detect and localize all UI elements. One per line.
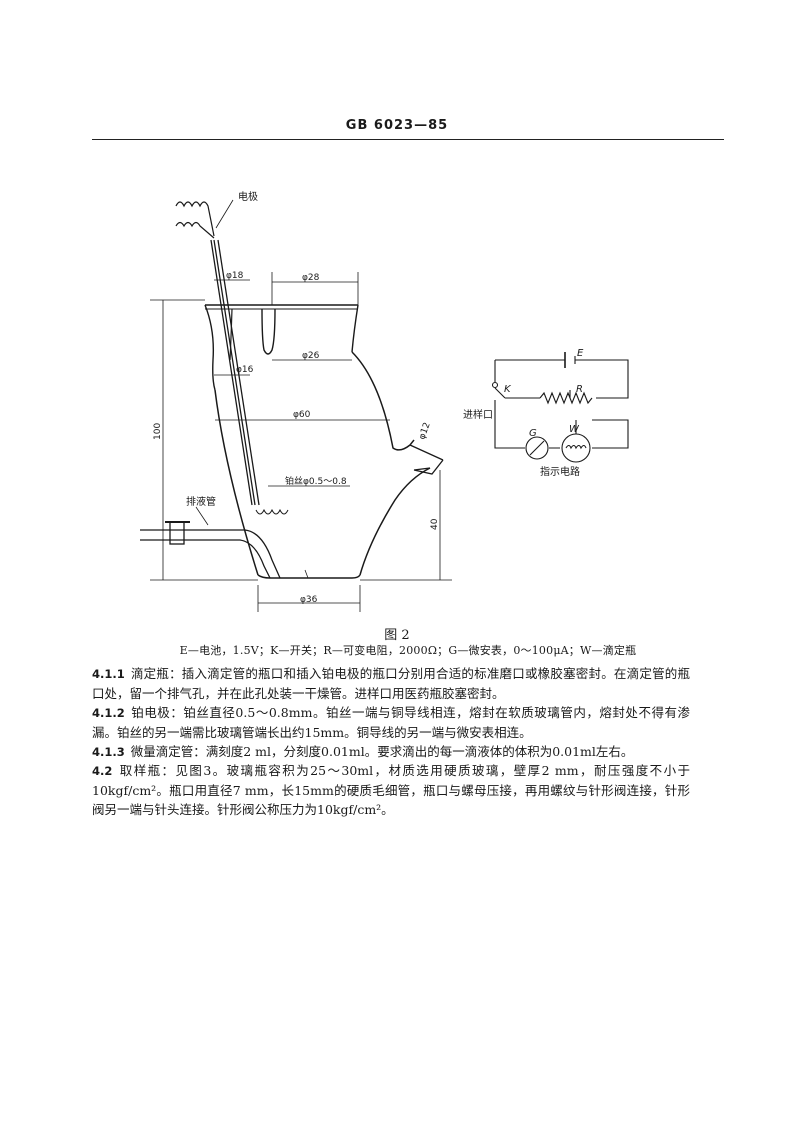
label-W: W [569, 424, 580, 435]
label-d26: φ26 [302, 351, 320, 361]
label-electrode: 电极 [238, 190, 258, 203]
label-K: K [504, 384, 512, 395]
header-rule [92, 139, 724, 140]
variable-resistor [539, 391, 593, 405]
standard-number-header: GB 6023—85 [345, 118, 449, 133]
label-G: G [529, 428, 537, 439]
flask-body-right [351, 351, 415, 451]
label-pt-wire: 铂丝φ0.5～0.8 [285, 475, 347, 487]
electrode-wire-coil-2 [175, 221, 215, 239]
paragraph-text: 微量滴定管：满刻度2 ml，分刻度0.01ml。要求滴出的每一滴液体的体积为0.… [130, 744, 634, 759]
paragraph-number: 4.1.2 [92, 706, 125, 720]
drain-valve [169, 521, 185, 545]
flask-body-left [214, 389, 259, 576]
electrode-wire-coil [175, 201, 215, 237]
paragraph-number: 4.1.1 [92, 667, 125, 681]
flask-bottom [257, 574, 361, 579]
drain-pipe [140, 529, 281, 579]
label-R: R [576, 384, 583, 395]
paragraph-text: 取样瓶：见图3。玻璃瓶容积为25～30ml，材质选用硬质玻璃，壁厚2 mm，耐压… [92, 763, 690, 817]
figure-caption: 图 2 [384, 628, 410, 643]
paragraph-text: 滴定瓶：插入滴定管的瓶口和插入铂电极的瓶口分别用合适的标准磨口或橡胶塞密封。在滴… [92, 666, 690, 701]
paragraph-4-1-3: 4.1.3 微量滴定管：满刻度2 ml，分刻度0.01ml。要求滴出的每一滴液体的… [92, 742, 690, 762]
paragraph-number: 4.2 [92, 764, 113, 778]
label-d60: φ60 [293, 410, 311, 420]
dimension-lines [150, 272, 452, 612]
label-d12: φ12 [417, 421, 432, 441]
label-h40: 40 [430, 518, 440, 530]
microammeter-G [525, 436, 549, 460]
label-d36: φ36 [300, 595, 318, 605]
paragraph-number: 4.1.3 [92, 745, 125, 759]
label-circuit: 指示电路 [540, 465, 580, 478]
figure-legend: E—电池，1.5V；K—开关；R—可变电阻，2000Ω；G—微安表，0～100μ… [179, 644, 637, 657]
indicator-circuit [491, 352, 629, 463]
label-E: E [577, 348, 584, 359]
label-drain: 排液管 [186, 495, 216, 508]
label-d16: φ16 [236, 365, 254, 375]
label-inlet: 进样口 [463, 408, 493, 421]
platinum-wire-coil [255, 508, 289, 515]
sample-inlet-spout [409, 444, 444, 475]
platinum-electrode-tube [210, 239, 260, 506]
label-d18: φ18 [226, 271, 244, 281]
label-h100: 100 [153, 423, 163, 440]
label-d28: φ28 [302, 273, 320, 283]
paragraph-text: 铂电极：铂丝直径0.5～0.8mm。铂丝一端与铜导线相连，熔封在软质玻璃管内，熔… [92, 705, 690, 740]
